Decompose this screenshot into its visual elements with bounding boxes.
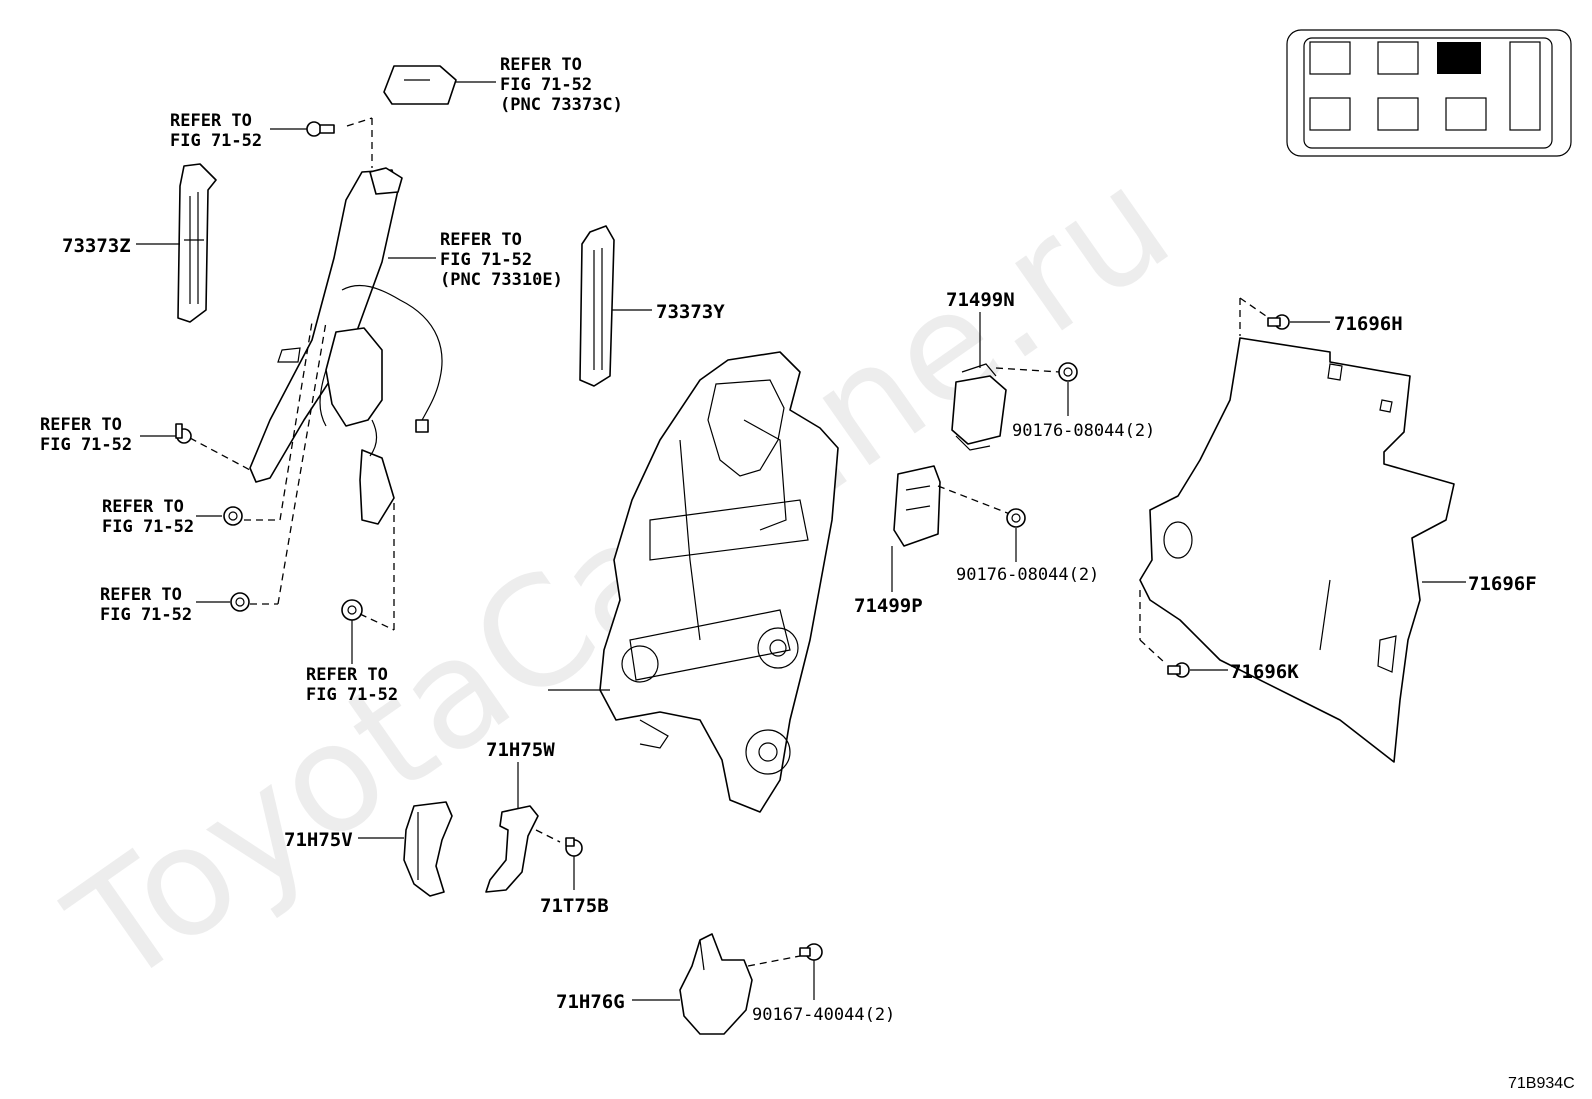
part-label-71696f: 71696F [1468, 573, 1537, 595]
refer-label-6: REFER TO FIG 71-52 [100, 585, 192, 625]
part-label-71h75w: 71H75W [486, 739, 555, 761]
svg-text:(PNC 73310E): (PNC 73310E) [440, 270, 563, 290]
bolt-icon [306, 121, 335, 137]
seatbelt-assembly [249, 167, 443, 525]
refer-label-2: REFER TO FIG 71-52 [170, 111, 262, 151]
bolt-icon [175, 423, 192, 444]
svg-text:FIG 71-52: FIG 71-52 [102, 517, 194, 537]
svg-text:FIG 71-52: FIG 71-52 [500, 75, 592, 95]
part-71h75v [403, 801, 453, 897]
seatback-frame [548, 351, 839, 813]
part-71h76g [679, 933, 753, 1035]
refer-label-4: REFER TO FIG 71-52 [40, 415, 132, 455]
part-label-71696k: 71696K [1230, 661, 1299, 683]
nut-icon [230, 592, 250, 612]
refer-label-1: REFER TO FIG 71-52 (PNC 73373C) [500, 55, 623, 115]
svg-text:FIG 71-52: FIG 71-52 [170, 131, 262, 151]
figure-code: 71B934C [1508, 1075, 1575, 1092]
part-label-71499p: 71499P [854, 595, 923, 617]
bolt-icon [799, 943, 823, 961]
svg-text:FIG 71-52: FIG 71-52 [40, 435, 132, 455]
svg-text:FIG 71-52: FIG 71-52 [306, 685, 398, 705]
seat-locator-thumbnail [1286, 29, 1572, 157]
screw-icon [565, 837, 583, 857]
svg-text:REFER TO: REFER TO [40, 415, 122, 435]
svg-text:FIG 71-52: FIG 71-52 [440, 250, 532, 270]
screw-icon [1167, 662, 1190, 678]
part-label-71t75b: 71T75B [540, 895, 609, 917]
seatbelt-cover-cap [383, 65, 496, 105]
svg-text:REFER TO: REFER TO [100, 585, 182, 605]
part-label-90167-40044: 90167-40044(2) [752, 1005, 895, 1025]
svg-text:REFER TO: REFER TO [440, 230, 522, 250]
nut-icon [1058, 362, 1078, 382]
svg-text:REFER TO: REFER TO [500, 55, 582, 75]
part-73373y [579, 225, 615, 387]
part-label-71h76g: 71H76G [556, 991, 625, 1013]
highlighted-seat-marker [1437, 42, 1481, 74]
svg-text:REFER TO: REFER TO [170, 111, 252, 131]
part-71499n [951, 363, 1007, 451]
refer-label-7: REFER TO FIG 71-52 [306, 665, 398, 705]
svg-text:FIG 71-52: FIG 71-52 [100, 605, 192, 625]
refer-label-3: REFER TO FIG 71-52 (PNC 73310E) [440, 230, 563, 290]
nut-icon [341, 599, 363, 621]
part-71499p [893, 465, 941, 547]
part-label-71499n: 71499N [946, 289, 1015, 311]
part-label-71h75v: 71H75V [284, 829, 353, 851]
nut-icon [1006, 508, 1026, 528]
screw-icon [1267, 314, 1290, 330]
refer-label-5: REFER TO FIG 71-52 [102, 497, 194, 537]
part-label-73373z: 73373Z [62, 235, 131, 257]
part-label-90176-08044-lower: 90176-08044(2) [956, 565, 1099, 585]
part-71696f-back-board [1139, 337, 1455, 763]
part-label-71696h: 71696H [1334, 313, 1403, 335]
svg-text:REFER TO: REFER TO [102, 497, 184, 517]
part-73373z [177, 163, 217, 323]
svg-text:(PNC 73373C): (PNC 73373C) [500, 95, 623, 115]
svg-text:REFER TO: REFER TO [306, 665, 388, 685]
part-label-90176-08044-upper: 90176-08044(2) [1012, 421, 1155, 441]
nut-icon [223, 506, 243, 526]
part-71h75w [485, 805, 539, 893]
part-label-73373y: 73373Y [656, 301, 725, 323]
